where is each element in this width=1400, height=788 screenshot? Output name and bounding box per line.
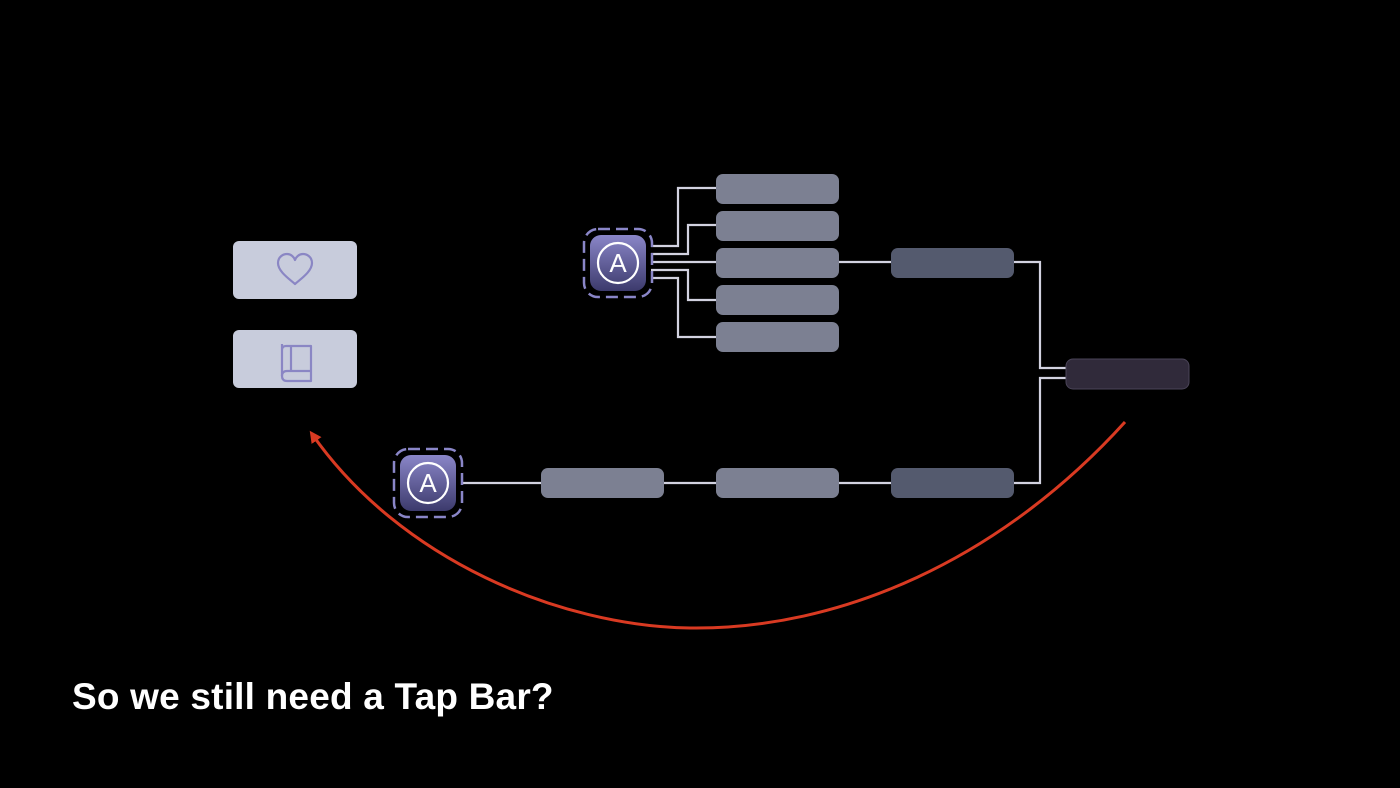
detail-screen-node-bottom xyxy=(891,468,1014,498)
connector-group-bottom xyxy=(462,376,1067,485)
tab-item-library[interactable] xyxy=(233,330,357,388)
screen-node xyxy=(716,322,839,352)
app-letter: A xyxy=(609,248,627,278)
book-icon xyxy=(280,344,313,383)
screen-stack-top xyxy=(716,174,839,352)
screen-node xyxy=(716,248,839,278)
tab-item-favorites[interactable] xyxy=(233,241,357,299)
app-node-top: A xyxy=(582,227,654,299)
connector-group-top xyxy=(651,186,1067,370)
merged-screen-node xyxy=(1065,358,1190,390)
screen-node xyxy=(716,174,839,204)
detail-screen-node-top xyxy=(891,248,1014,278)
app-node-bottom: A xyxy=(392,447,464,519)
connector-line xyxy=(1012,376,1067,485)
connector-line xyxy=(651,276,717,339)
heart-icon xyxy=(276,252,314,286)
slide-caption: So we still need a Tap Bar? xyxy=(72,676,554,717)
screen-node xyxy=(716,468,839,498)
return-arrow xyxy=(309,420,1127,630)
connector-line xyxy=(651,186,717,248)
screen-node xyxy=(716,285,839,315)
app-letter: A xyxy=(419,468,437,498)
screen-node xyxy=(541,468,664,498)
connector-line xyxy=(651,223,717,256)
screen-node xyxy=(716,211,839,241)
connector-line xyxy=(651,268,717,302)
connector-line xyxy=(1012,260,1067,370)
